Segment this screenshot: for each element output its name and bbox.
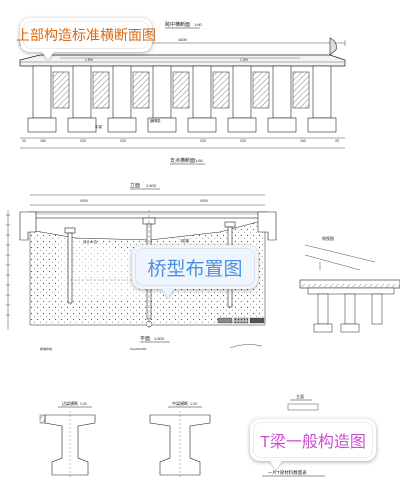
bridge-layout-label-text: 桥型布置图 <box>147 258 243 280</box>
svg-text:20: 20 <box>22 139 26 143</box>
svg-text:中梁: 中梁 <box>95 124 102 129</box>
svg-text:160: 160 <box>300 139 306 143</box>
svg-text:1.5%: 1.5% <box>240 58 248 62</box>
svg-text:20: 20 <box>335 139 339 143</box>
side-view-drawing: 侧视图 <box>299 235 400 333</box>
cross-section-label-text: 上部构造标准横断面图 <box>16 27 156 43</box>
svg-text:1:60: 1:60 <box>195 158 204 163</box>
t-beam-label-text: T梁一般构造图 <box>260 434 366 451</box>
svg-text:220: 220 <box>240 139 246 143</box>
top-bottom-title: 支点横断面 <box>170 157 195 164</box>
svg-text:160: 160 <box>40 139 46 143</box>
svg-text:边梁横断: 边梁横断 <box>62 400 78 406</box>
svg-text:中梁横断: 中梁横断 <box>172 400 188 406</box>
svg-text:平面: 平面 <box>140 336 150 342</box>
top-dim-overall: 1600 <box>178 37 188 42</box>
svg-text:1:20: 1:20 <box>190 402 197 406</box>
top-section-title: 跨中横断面 <box>165 21 190 28</box>
t-beam-drawing: 边梁横断 1:20 中梁横断 1:20 立面 一片T梁材料数量表 <box>39 393 325 478</box>
svg-text:桥墩中线: 桥墩中线 <box>40 346 52 351</box>
svg-text:立面: 立面 <box>296 393 304 399</box>
svg-text:1:500: 1:500 <box>154 336 165 341</box>
svg-text:K0+000.000: K0+000.000 <box>130 347 147 351</box>
svg-text:4000: 4000 <box>80 199 88 203</box>
cross-section-drawing: 跨中横断面 1:60 1600 1.5% 1.5% <box>19 21 346 165</box>
svg-text:4000: 4000 <box>200 199 208 203</box>
svg-text:1:20: 1:20 <box>80 402 87 406</box>
svg-text:220: 220 <box>120 139 126 143</box>
svg-text:1.5%: 1.5% <box>85 58 93 62</box>
top-section-scale: 1:60 <box>194 22 203 27</box>
cross-section-label: 上部构造标准横断面图 <box>16 18 156 60</box>
svg-text:220: 220 <box>80 139 86 143</box>
diaphragms <box>52 71 310 109</box>
svg-text:设计水位: 设计水位 <box>83 239 97 244</box>
svg-text:立面: 立面 <box>130 182 140 189</box>
svg-text:T型梁: T型梁 <box>180 238 190 243</box>
t-beam-label: T梁一般构造图 <box>250 419 376 470</box>
top-dims: 20 160 220 220 220 220 160 20 <box>22 139 339 143</box>
svg-text:侧视图: 侧视图 <box>322 235 334 241</box>
svg-text:横隔梁: 横隔梁 <box>150 118 161 123</box>
t-girders <box>32 65 332 119</box>
svg-text:1:500: 1:500 <box>146 183 157 188</box>
beam-table-title: 一片T梁材料数量表 <box>268 469 307 476</box>
svg-text:220: 220 <box>200 139 206 143</box>
bridge-layout-label: 桥型布置图 <box>132 245 258 298</box>
